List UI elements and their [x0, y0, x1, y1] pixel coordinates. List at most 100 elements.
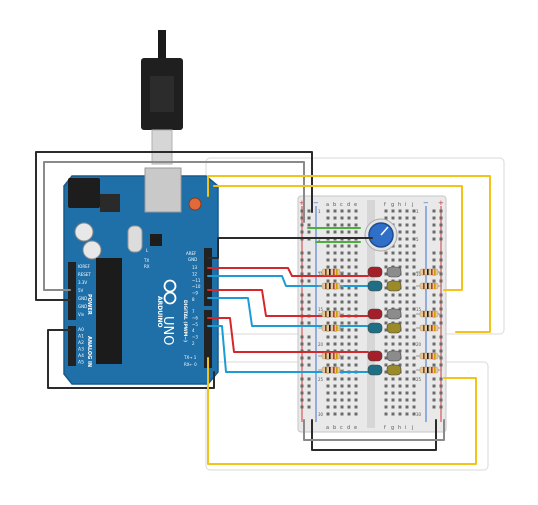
wire-blue-pin8[interactable]: [207, 297, 369, 327]
wire-yellow-bottom[interactable]: [207, 357, 477, 465]
breadboard-hole: [347, 342, 351, 346]
led-body: [367, 266, 383, 278]
digital-pin-label: ~5: [192, 322, 198, 327]
breadboard-hole: [347, 307, 351, 311]
resistor-band: [325, 311, 327, 317]
breadboard-hole: [405, 363, 409, 367]
led[interactable]: [367, 364, 383, 376]
breadboard-hole: [405, 209, 409, 213]
rx-pin-label: RX← 0: [184, 362, 197, 367]
resistor[interactable]: [318, 310, 344, 318]
wire-black-analog[interactable]: [47, 329, 215, 389]
led[interactable]: [367, 322, 383, 334]
led[interactable]: [386, 322, 402, 334]
wire-gray-5v[interactable]: [43, 161, 305, 291]
breadboard-hole: [354, 405, 358, 409]
power-header-label: POWER: [86, 294, 92, 315]
breadboard-hole: [347, 384, 351, 388]
led[interactable]: [386, 364, 402, 376]
breadboard-column-label: f: [384, 425, 386, 431]
breadboard-row-label: 5: [318, 237, 321, 242]
breadboard-hole: [347, 230, 351, 234]
led[interactable]: [386, 280, 402, 292]
resistor[interactable]: [318, 268, 344, 276]
wire-gray-bottom[interactable]: [303, 419, 445, 441]
potentiometer[interactable]: [364, 218, 398, 252]
led[interactable]: [367, 350, 383, 362]
resistor[interactable]: [416, 324, 442, 332]
resistor-band: [434, 367, 436, 373]
wire-blue-pin5[interactable]: [207, 325, 369, 373]
breadboard-hole: [412, 391, 416, 395]
digital-pin-label: ~6: [192, 315, 198, 320]
resistor[interactable]: [416, 310, 442, 318]
resistor[interactable]: [318, 352, 344, 360]
breadboard-hole: [412, 258, 416, 262]
rail-hole: [300, 342, 304, 346]
rail-hole: [432, 405, 436, 409]
breadboard-hole: [405, 258, 409, 262]
led[interactable]: [386, 350, 402, 362]
breadboard-hole: [384, 272, 388, 276]
breadboard-hole: [412, 412, 416, 416]
digital-pin-label: ~11: [192, 278, 201, 283]
breadboard-hole: [391, 405, 395, 409]
breadboard-hole: [405, 251, 409, 255]
wire-yellow-inner[interactable]: [213, 185, 463, 291]
resistor[interactable]: [416, 352, 442, 360]
rail-hole: [432, 398, 436, 402]
arduino-uno-board[interactable]: ARDUINO UNO POWER ANALOG IN DIGITAL (PWM…: [63, 167, 219, 385]
breadboard-hole: [384, 307, 388, 311]
breadboard-hole: [333, 258, 337, 262]
breadboard-hole: [340, 321, 344, 325]
resistor[interactable]: [416, 268, 442, 276]
breadboard-hole: [412, 356, 416, 360]
breadboard-column-label: f: [384, 202, 386, 208]
breadboard-hole: [412, 335, 416, 339]
breadboard-row-label: 20: [416, 342, 422, 347]
breadboard-row-label: 25: [318, 377, 324, 382]
breadboard-row-label: 30: [416, 412, 422, 417]
led[interactable]: [367, 280, 383, 292]
breadboard-hole: [347, 251, 351, 255]
breadboard-hole: [398, 335, 402, 339]
breadboard-hole: [326, 216, 330, 220]
rail-hole: [432, 293, 436, 297]
breadboard-hole: [326, 335, 330, 339]
breadboard-hole: [333, 300, 337, 304]
led[interactable]: [367, 308, 383, 320]
resistor-band: [329, 269, 331, 275]
led[interactable]: [386, 308, 402, 320]
wire-black-pot-gnd[interactable]: [207, 237, 373, 259]
resistor[interactable]: [318, 324, 344, 332]
breadboard-row-label: 5: [416, 237, 419, 242]
rail-hole: [439, 356, 443, 360]
breadboard-hole: [384, 363, 388, 367]
resistor-band: [333, 283, 335, 289]
led[interactable]: [386, 266, 402, 278]
wires: [35, 151, 491, 465]
resistor[interactable]: [416, 366, 442, 374]
reset-button[interactable]: [188, 197, 202, 211]
wire-red-pin12[interactable]: [207, 267, 369, 277]
wire-red-pin9[interactable]: [207, 289, 369, 317]
breadboard-hole: [347, 405, 351, 409]
resistor[interactable]: [318, 282, 344, 290]
wire-yellow-top[interactable]: [207, 175, 491, 333]
analog-pin-label: A4: [78, 353, 84, 359]
breadboard-hole: [333, 377, 337, 381]
tx-led-label: TX: [143, 258, 149, 263]
resistor-band: [423, 367, 425, 373]
wire-red-pin6[interactable]: [207, 317, 369, 353]
usb-cable[interactable]: [141, 30, 183, 165]
wire-black-bottom[interactable]: [311, 419, 437, 451]
resistor[interactable]: [416, 282, 442, 290]
breadboard-hole: [398, 230, 402, 234]
rail-hole: [307, 391, 311, 395]
wire-black-gnd-top[interactable]: [35, 151, 313, 301]
rail-hole: [432, 216, 436, 220]
breadboard-hole: [326, 293, 330, 297]
rail-hole: [439, 335, 443, 339]
resistor[interactable]: [318, 366, 344, 374]
led[interactable]: [367, 266, 383, 278]
